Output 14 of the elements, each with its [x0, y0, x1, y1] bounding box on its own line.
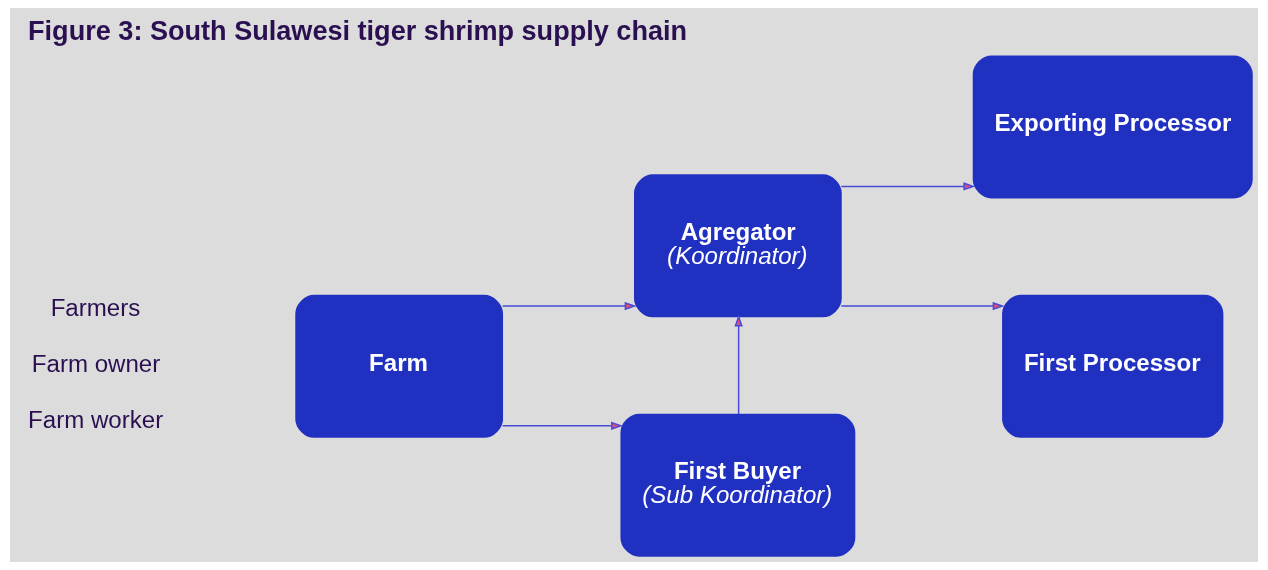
arrow [501, 421, 624, 430]
node-box: First Buyer (Sub Koordinator) [620, 413, 856, 557]
node-label: Farm owner [31, 350, 161, 378]
diagram-title: Figure 3: South Sulawesi tiger shrimp supply chain [28, 15, 688, 47]
node-box: First Processor [1002, 294, 1224, 438]
arrow [840, 182, 976, 191]
node-box: Agregator (Koordinator) [634, 174, 842, 318]
node-box: Farm [295, 294, 504, 438]
arrow [734, 314, 743, 415]
node-label: Farmers [50, 294, 141, 322]
arrow [501, 301, 637, 311]
arrow [840, 301, 1005, 311]
node-box: Exporting Processor [972, 55, 1253, 199]
node-label: Farm worker [28, 406, 164, 434]
